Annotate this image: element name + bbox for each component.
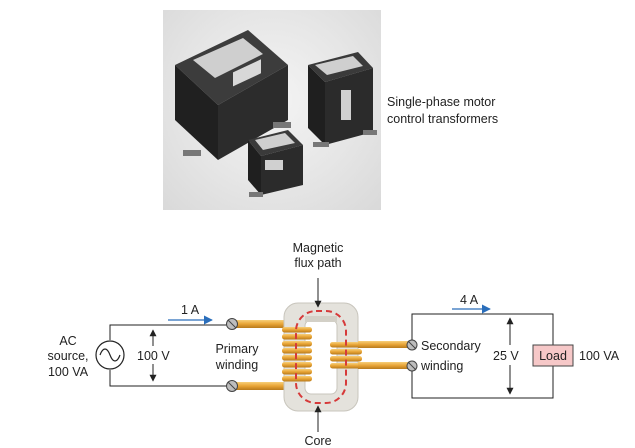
ac-source-icon — [95, 340, 125, 370]
small-transformer — [248, 130, 303, 197]
flux-label-line-2: flux path — [294, 256, 341, 270]
secondary-winding-leads — [358, 341, 410, 369]
primary-voltage-label: 100 V — [137, 349, 170, 363]
primary-terminal-screws — [226, 318, 238, 392]
core-label: Core — [304, 434, 331, 448]
source-label-line-2: source, — [48, 349, 89, 363]
primary-circuit — [109, 324, 232, 387]
load-power-label: 100 VA — [579, 349, 620, 363]
primary-current-label: 1 A — [181, 303, 200, 317]
large-transformer — [175, 30, 291, 160]
photo-caption-line-2: control transformers — [387, 112, 499, 126]
transformers-illustration — [175, 30, 377, 197]
source-label-line-3: 100 VA — [48, 365, 89, 379]
secondary-winding-label-line-1: Secondary — [421, 339, 482, 353]
load-label: Load — [539, 349, 567, 363]
primary-winding-leads — [232, 320, 287, 390]
secondary-voltage-label: 25 V — [493, 349, 519, 363]
primary-winding-label-line-2: winding — [215, 358, 258, 372]
load-box — [532, 344, 574, 367]
medium-transformer — [308, 52, 377, 147]
transformers-photo — [163, 10, 381, 210]
photo-caption-line-1: Single-phase motor — [387, 95, 496, 109]
primary-winding-label-line-1: Primary — [215, 342, 259, 356]
flux-label-line-1: Magnetic — [293, 241, 344, 255]
magnetic-flux-path — [295, 310, 347, 404]
secondary-winding-label-line-2: winding — [420, 359, 463, 373]
secondary-circuit — [411, 313, 554, 399]
photo-caption: Single-phase motor control transformers — [387, 94, 527, 128]
source-label-line-1: AC — [59, 334, 76, 348]
secondary-terminal-screws — [406, 339, 418, 372]
secondary-current-label: 4 A — [460, 293, 479, 307]
